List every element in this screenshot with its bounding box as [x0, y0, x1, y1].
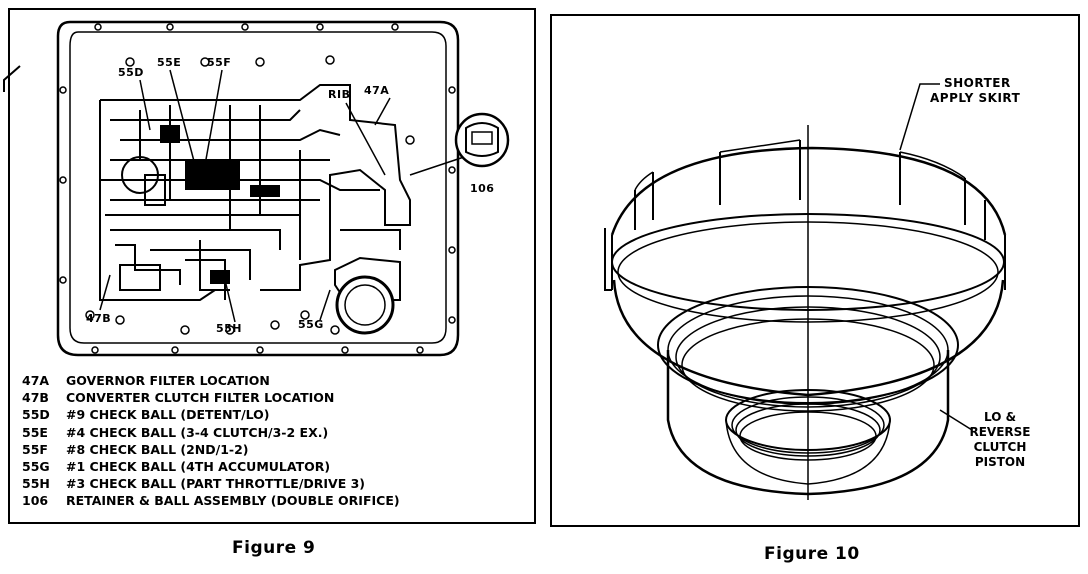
- legend-text: #3 CHECK BALL (PART THROTTLE/DRIVE 3): [66, 476, 366, 492]
- skirt-label-line-1: SHORTER: [944, 76, 1011, 90]
- figure-9-caption: Figure 9: [232, 538, 316, 558]
- callout-rib: RIB: [328, 88, 351, 101]
- legend-code: 55H: [22, 476, 50, 492]
- legend-row: 55H #3 CHECK BALL (PART THROTTLE/DRIVE 3): [22, 475, 400, 492]
- callout-55e: 55E: [157, 56, 182, 69]
- legend-code: 106: [22, 493, 49, 509]
- pan-outline: [56, 20, 460, 357]
- callout-55h: 55H: [216, 322, 243, 335]
- legend-text: RETAINER & BALL ASSEMBLY (DOUBLE ORIFICE…: [66, 493, 400, 509]
- callout-47b: 47B: [86, 312, 112, 325]
- legend-text: GOVERNOR FILTER LOCATION: [66, 373, 270, 388]
- callout-55d: 55D: [118, 66, 144, 79]
- legend-row: 55F #8 CHECK BALL (2ND/1-2): [22, 441, 400, 458]
- callout-55f: 55F: [207, 56, 232, 69]
- callout-47a: 47A: [364, 84, 390, 97]
- legend-code: 55F: [22, 441, 48, 457]
- legend-text: #9 CHECK BALL (DETENT/LO): [66, 407, 270, 423]
- piston-label-line-2: REVERSE: [969, 425, 1031, 439]
- legend-code: 47B: [22, 390, 49, 406]
- legend-code: 55E: [22, 424, 48, 440]
- legend-code: 55D: [22, 407, 50, 423]
- callout-106: 106: [470, 182, 495, 195]
- legend-code: 47A: [22, 373, 50, 388]
- legend-row: 106 RETAINER & BALL ASSEMBLY (DOUBLE ORIF…: [22, 492, 400, 509]
- legend-row: 47A GOVERNOR FILTER LOCATION: [22, 372, 400, 389]
- piston-label: LO & REVERSE CLUTCH PISTON: [960, 410, 1040, 470]
- figure-10-panel: [550, 14, 1080, 527]
- piston-label-line-1: LO &: [983, 410, 1017, 424]
- legend-text: #4 CHECK BALL (3-4 CLUTCH/3-2 EX.): [66, 424, 329, 440]
- legend-row: 55E #4 CHECK BALL (3-4 CLUTCH/3-2 EX.): [22, 424, 400, 441]
- legend-row: 47B CONVERTER CLUTCH FILTER LOCATION: [22, 389, 400, 406]
- figure-9-panel: [8, 8, 536, 524]
- callout-55g: 55G: [298, 318, 324, 331]
- figure-9-legend: 47A GOVERNOR FILTER LOCATION 47B CONVERTER…: [22, 372, 400, 510]
- skirt-label-line-2: APPLY SKIRT: [930, 91, 1021, 105]
- legend-text: CONVERTER CLUTCH FILTER LOCATION: [66, 390, 335, 406]
- legend-row: 55G #1 CHECK BALL (4TH ACCUMULATOR): [22, 458, 400, 475]
- figure-10-caption: Figure 10: [764, 544, 860, 564]
- legend-text: #1 CHECK BALL (4TH ACCUMULATOR): [66, 459, 331, 475]
- legend-code: 55G: [22, 459, 50, 475]
- legend-text: #8 CHECK BALL (2ND/1-2): [66, 441, 249, 457]
- piston-label-line-4: PISTON: [974, 455, 1026, 469]
- legend-row: 55D #9 CHECK BALL (DETENT/LO): [22, 406, 400, 423]
- piston-label-line-3: CLUTCH: [973, 440, 1027, 454]
